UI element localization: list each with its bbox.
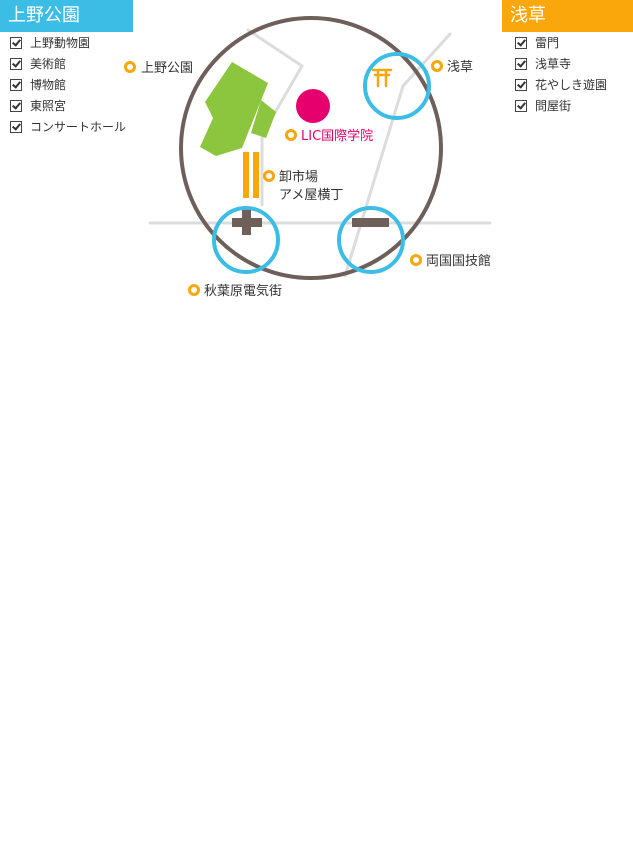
bar-icon	[352, 218, 389, 227]
marker-market	[263, 170, 275, 182]
list-item: 雷門	[515, 36, 607, 57]
road-ueno	[246, 28, 305, 207]
checkbox-checked-icon	[515, 79, 527, 91]
label-ryogoku: 両国国技館	[426, 254, 491, 269]
market-area	[243, 152, 259, 198]
list-item: 博物館	[10, 78, 126, 99]
park-shape-small	[251, 100, 276, 138]
market-bar-left	[243, 152, 249, 198]
area-map: 上野公園 浅草 LIC国際学院 卸市場 アメ屋横丁 両国国技館 秋葉原電気街	[124, 16, 492, 299]
marker-akihabara	[188, 284, 200, 296]
school-marker	[296, 89, 330, 123]
area-circle	[179, 16, 443, 280]
park-shape-large	[200, 62, 268, 156]
label-ueno-park: 上野公園	[141, 61, 193, 76]
list-item: 上野動物園	[10, 36, 126, 57]
checkbox-checked-icon	[515, 58, 527, 70]
list-item: 花やしき遊園	[515, 78, 607, 99]
ryogoku-ring	[337, 206, 405, 274]
list-item: 東照宮	[10, 99, 126, 120]
list-item: 美術館	[10, 57, 126, 78]
cross-icon	[232, 210, 262, 235]
checkbox-checked-icon	[10, 100, 22, 112]
checkbox-checked-icon	[10, 37, 22, 49]
label-market-line1: 卸市場	[279, 169, 318, 185]
asakusa-ring	[363, 52, 431, 120]
list-item: 浅草寺	[515, 57, 607, 78]
marker-asakusa	[431, 60, 443, 72]
ueno-section-header: 上野公園	[0, 0, 133, 32]
checkbox-checked-icon	[10, 121, 22, 133]
checkbox-checked-icon	[515, 37, 527, 49]
road-asakusa	[343, 32, 452, 278]
checkbox-checked-icon	[515, 100, 527, 112]
asakusa-checklist: 雷門 浅草寺 花やしき遊園 問屋街	[515, 36, 607, 120]
marker-ueno-park	[124, 61, 136, 73]
list-item: コンサートホール	[10, 120, 126, 141]
label-school: LIC国際学院	[301, 128, 373, 144]
akihabara-ring	[212, 206, 280, 274]
map-markers	[124, 60, 443, 296]
checkbox-checked-icon	[10, 58, 22, 70]
list-item: 問屋街	[515, 99, 607, 120]
marker-school	[285, 129, 297, 141]
ueno-park-area	[200, 62, 276, 156]
asakusa-section-header: 浅草	[502, 0, 633, 32]
marker-ryogoku	[410, 254, 422, 266]
label-market-line2: アメ屋横丁	[279, 188, 343, 203]
market-bar-right	[253, 152, 259, 198]
ueno-checklist: 上野動物園 美術館 博物館 東照宮 コンサートホール	[10, 36, 126, 141]
label-akihabara: 秋葉原電気街	[204, 283, 282, 299]
torii-icon	[371, 68, 393, 88]
checkbox-checked-icon	[10, 79, 22, 91]
label-asakusa: 浅草	[447, 60, 473, 75]
